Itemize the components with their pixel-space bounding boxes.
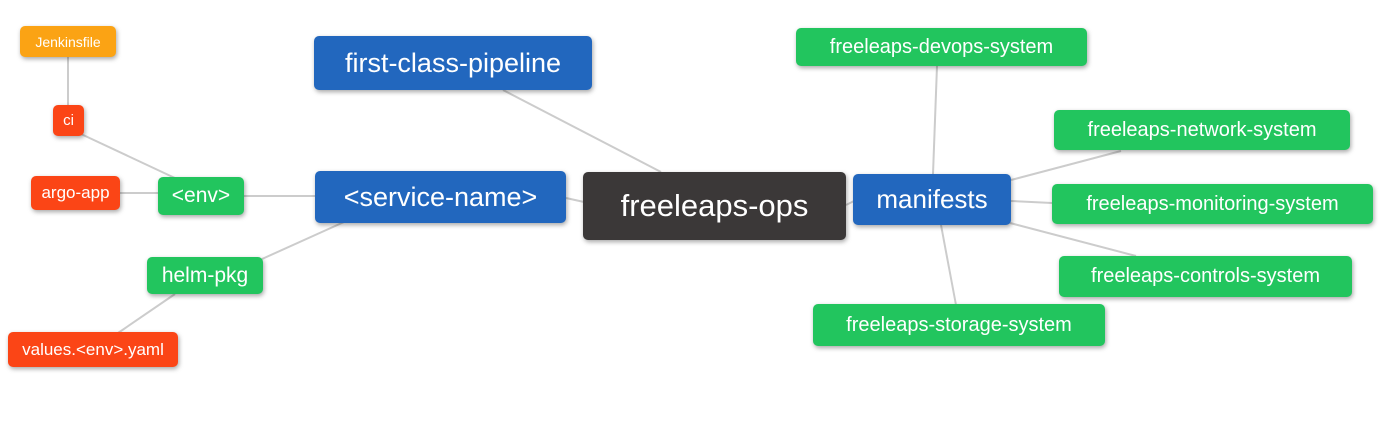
node-helm-pkg[interactable]: helm-pkg	[147, 257, 263, 294]
node-freeleaps-devops-system[interactable]: freeleaps-devops-system	[796, 28, 1087, 66]
node-service-name[interactable]: <service-name>	[315, 171, 566, 223]
edge-manifests-monitoring	[1010, 200, 1053, 204]
edge-helmpkg-servicename	[261, 221, 345, 260]
edge-ci-env	[80, 133, 178, 180]
edge-values-helmpkg	[117, 293, 176, 334]
node-jenkinsfile[interactable]: Jenkinsfile	[20, 26, 116, 57]
node-ci[interactable]: ci	[53, 105, 84, 136]
node-freeleaps-monitoring-system[interactable]: freeleaps-monitoring-system	[1052, 184, 1373, 224]
node-values-env-yaml[interactable]: values.<env>.yaml	[8, 332, 178, 367]
node-freeleaps-ops[interactable]: freeleaps-ops	[583, 172, 846, 240]
node-freeleaps-network-system[interactable]: freeleaps-network-system	[1054, 110, 1350, 150]
node-freeleaps-controls-system[interactable]: freeleaps-controls-system	[1059, 256, 1352, 297]
edge-servicename-root	[565, 197, 585, 203]
edge-root-manifests	[845, 200, 855, 206]
edge-pipeline-root	[502, 89, 662, 173]
node-manifests[interactable]: manifests	[853, 174, 1011, 225]
node-env[interactable]: <env>	[158, 177, 244, 215]
edge-manifests-devops	[932, 65, 938, 175]
edge-manifests-storage	[940, 224, 957, 306]
node-argo-app[interactable]: argo-app	[31, 176, 120, 210]
node-freeleaps-storage-system[interactable]: freeleaps-storage-system	[813, 304, 1105, 346]
edge-manifests-network	[1010, 150, 1122, 181]
edge-manifests-controls	[1009, 222, 1137, 257]
node-first-class-pipeline[interactable]: first-class-pipeline	[314, 36, 592, 90]
